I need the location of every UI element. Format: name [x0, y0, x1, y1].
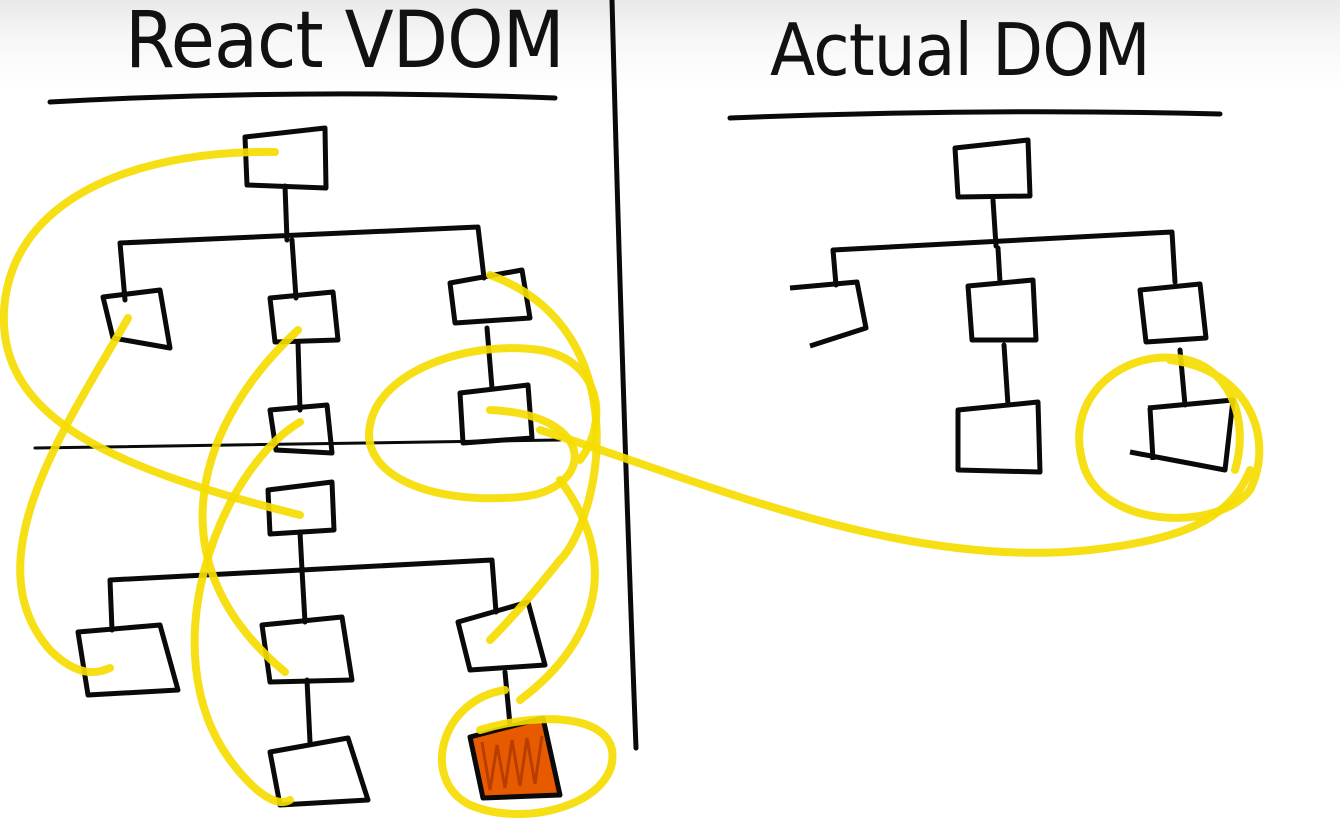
dom-child-b [965, 277, 1039, 343]
highlight-circle-changed-node [438, 686, 617, 818]
vertical-divider [609, 0, 639, 751]
highlight-loop-lower-right [516, 476, 599, 704]
vdom-new-connectors [107, 529, 513, 745]
highlight-link-to-dom [536, 426, 1254, 557]
dom-child-a [789, 279, 869, 349]
highlight-loop-outer-left [16, 314, 132, 677]
dom-grandchild-b [955, 399, 1043, 475]
vdom-prev-root-node [242, 125, 329, 191]
left-title-underline [47, 91, 558, 105]
vdom-prev-child-a [100, 287, 173, 351]
actual-dom-heading: Actual DOM [770, 8, 1151, 92]
highlight-loop-mid [198, 326, 302, 676]
vdom-prev-child-b [267, 289, 341, 345]
vdom-new-child-a [75, 622, 181, 698]
changed-node-scribble [480, 735, 544, 791]
highlight-circle-prev-node [365, 344, 601, 503]
vdom-prev-grandchild-c [457, 382, 535, 446]
dom-child-c [1137, 281, 1209, 345]
vdom-new-child-c [455, 599, 548, 673]
dom-connectors [830, 197, 1188, 408]
vdom-prev-connectors [117, 183, 495, 413]
vdom-new-child-b [259, 614, 355, 685]
highlight-loop-root-left [0, 147, 304, 519]
dom-root-node [952, 137, 1033, 200]
vdom-new-root-node [265, 479, 337, 537]
vdom-new-grandchild-b [267, 735, 371, 808]
vdom-new-tree [75, 479, 563, 808]
actual-dom-tree [789, 137, 1236, 475]
highlight-loop-inner [190, 418, 304, 806]
diff-highlight-strokes [0, 147, 1264, 818]
highlight-circle-dom-node [1075, 353, 1264, 522]
react-vdom-heading: React VDOM [125, 0, 565, 86]
dom-grandchild-c [1129, 397, 1236, 473]
vdom-prev-grandchild-b [267, 402, 335, 456]
right-title-underline [727, 109, 1223, 121]
vdom-previous-tree [100, 125, 535, 456]
